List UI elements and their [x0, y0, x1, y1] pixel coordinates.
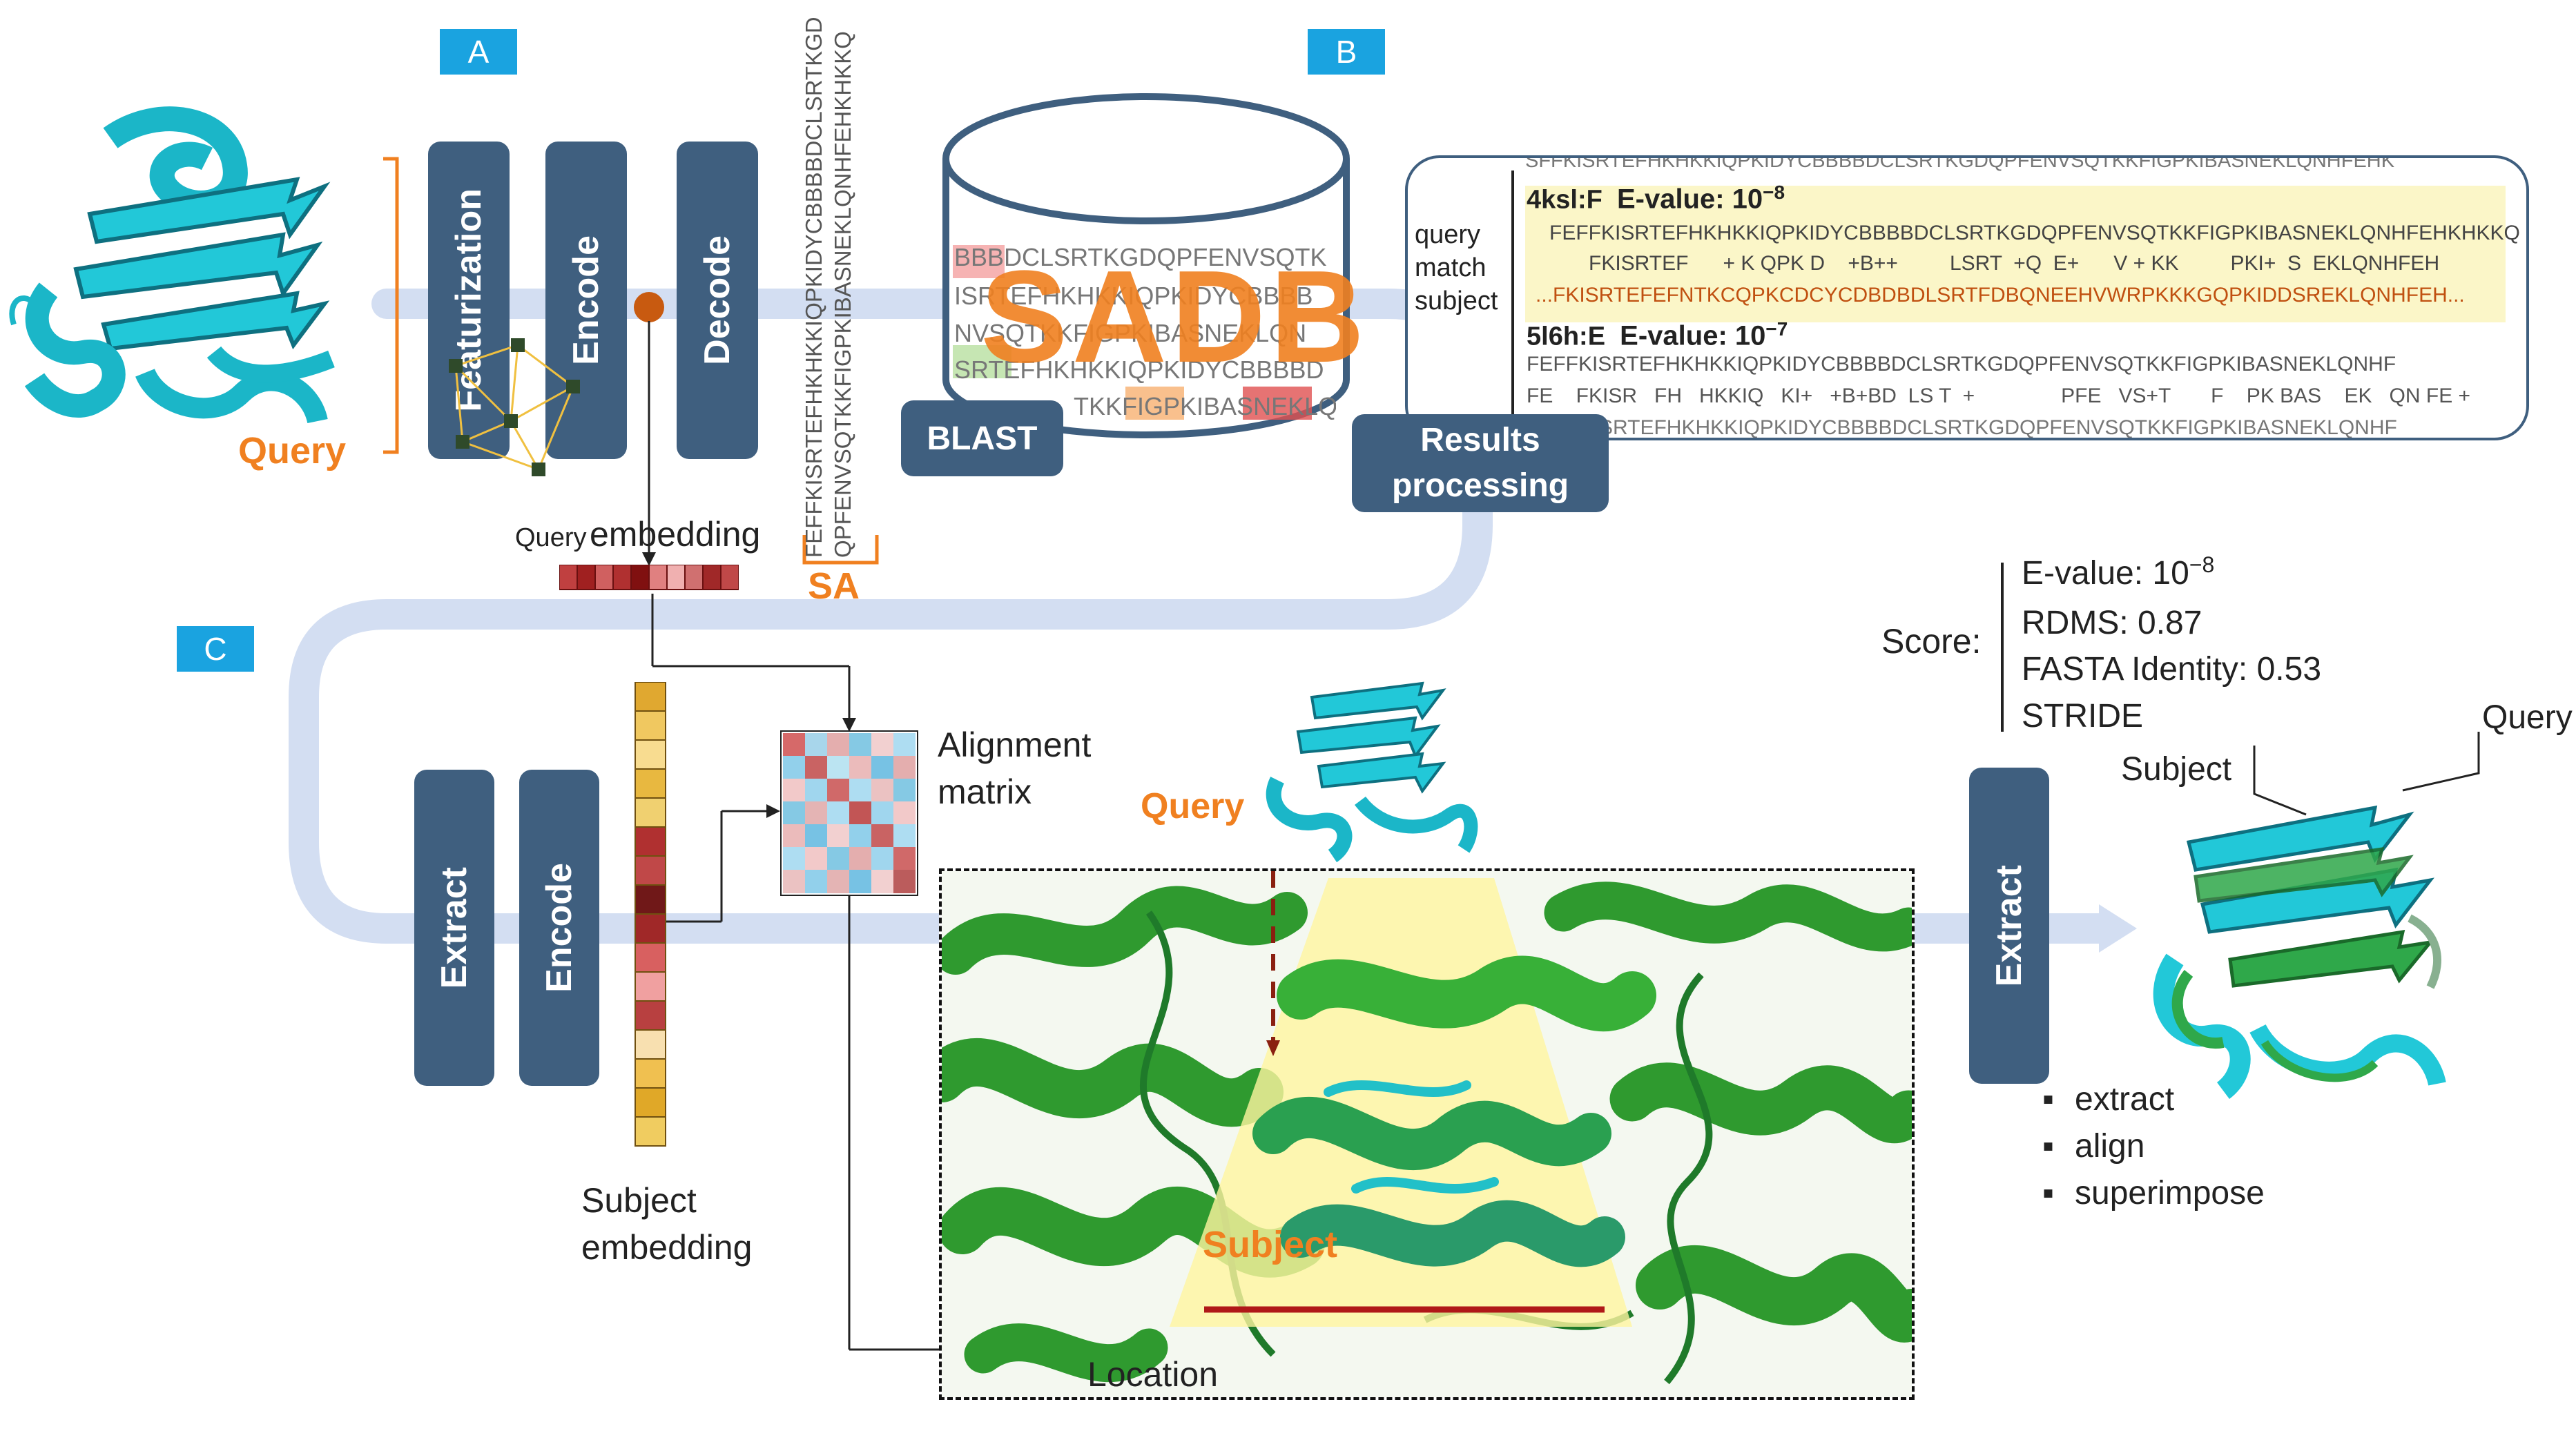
sa-string-1: FEFFKISRTEFHKHKKIQPKIDYCBBBBDCLSRTKGD [801, 17, 826, 558]
subject-label-mid: Subject [1203, 1224, 1338, 1265]
query-protein-icon [9, 106, 335, 424]
row-label-query: query [1415, 220, 1481, 249]
decode-box[interactable]: Decode [677, 142, 758, 459]
step-superimpose: superimpose [2042, 1174, 2265, 1212]
decode-label: Decode [697, 235, 737, 365]
subject-embedding-label-1: Subject [581, 1181, 697, 1220]
db-row-3: NVSQTKKFIGPKIBASNEKLQN [954, 319, 1307, 347]
query-label-left: Query [238, 430, 347, 471]
hit1-query: FEFFKISRTEFHKHKKIQPKIDYCBBBBDCLSRTKGDQPF… [1549, 222, 2520, 244]
encode-box-top[interactable]: Encode [545, 142, 627, 459]
db-row-2: ISRTEFHKHKKIQPKIDYCBBBB [954, 282, 1313, 310]
blast-box[interactable]: BLAST [901, 400, 1063, 476]
hit1-subject: ...FKISRTEFEFNTKCQPKCDCYCDBDBDLSRTFDBQNE… [1536, 284, 2465, 306]
subject-complex-frame: Subject [939, 868, 1915, 1400]
blast-label: BLAST [927, 420, 1038, 457]
superposed-protein-icon [2153, 805, 2446, 1099]
panel-tag-c: C [177, 626, 254, 672]
location-label: Location [1087, 1355, 1219, 1394]
panel-tag-b: B [1308, 29, 1385, 75]
row-label-match: match [1415, 253, 1486, 282]
step-align: align [2042, 1127, 2144, 1165]
extract-box-left[interactable]: Extract [414, 770, 494, 1086]
graph-icon [449, 338, 580, 476]
score-rdms: RDMS: 0.87 [2022, 605, 2202, 641]
alignment-matrix-label-2: matrix [938, 772, 1032, 811]
subject-embedding-bar [635, 682, 666, 1147]
hit1-match: FKISRTEF + K QPK D +B++ LSRT +Q E+ V + K… [1589, 252, 2440, 275]
query-embedding-label: Query embedding [515, 515, 761, 554]
results-top-row: SFFKISRTEFHKHKKIQPKIDYCBBBBDCLSRTKGDQPFE… [1525, 155, 2395, 172]
hit2-subject: SEFFKISRTEFHKHKKIQPKIDYCBBBBDCLSRTKGDQPF… [1527, 416, 2397, 439]
sadb-label: SADB [980, 244, 1369, 390]
extract-right-label: Extract [1989, 864, 2029, 987]
extract-box-right[interactable]: Extract [1969, 768, 2049, 1084]
score-evalue: E-value: 10−8 [2022, 552, 2215, 592]
hit2-match: FE FKISR FH HKKIQ KI+ +B+BD LS T + PFE V… [1527, 384, 2471, 407]
flow-arrowhead [2099, 904, 2137, 953]
alignment-matrix-label-1: Alignment [938, 726, 1092, 764]
results-processing-box[interactable]: Results processing [1352, 414, 1609, 512]
subject-embedding-label-2: embedding [581, 1228, 753, 1267]
hit1-header: 4ksl:F E-value: 10−8 [1527, 182, 1785, 215]
score-fasta: FASTA Identity: 0.53 [2022, 651, 2322, 688]
db-row-4: SRTEFHKHKKIQPKIDYCBBBBD [954, 356, 1324, 384]
panel-tag-a: A [440, 29, 517, 75]
subject-label-right: Subject [2121, 751, 2232, 788]
row-label-subject: subject [1415, 286, 1498, 315]
alignment-matrix[interactable] [780, 730, 918, 896]
db-row-1: BBBDCLSRTKGDQPFENVSQTK [954, 243, 1327, 271]
db-row-5: TKKFIGPKIBASNEKLQN [1074, 392, 1336, 420]
hit2-header: 5l6h:E E-value: 10−7 [1527, 318, 1788, 351]
query-label-mid: Query [1141, 786, 1245, 826]
query-label-right: Query [2482, 699, 2573, 736]
score-label: Score: [1881, 622, 1982, 661]
results-processing-label-2: processing [1391, 467, 1569, 504]
results-panel: SFFKISRTEFHKHKKIQPKIDYCBBBBDCLSRTKGDQPFE… [1405, 155, 2529, 440]
extract-left-label: Extract [434, 866, 474, 989]
query-protein-small-icon [1266, 681, 1478, 863]
sa-label: SA [808, 565, 860, 607]
encode-box-bottom[interactable]: Encode [519, 770, 599, 1086]
encode-bottom-label: Encode [539, 863, 579, 993]
step-extract: extract [2042, 1080, 2174, 1118]
subject-protein-complex-icon [942, 871, 1912, 1397]
score-stride: STRIDE [2022, 698, 2144, 734]
results-processing-label-1: Results [1420, 422, 1540, 458]
query-embedding-bar [559, 565, 739, 590]
sa-string-2: QPFENVSQTKKFIGPKIBASNEKLQNHFEHKHKKQ [830, 31, 855, 558]
hit2-query: FEFFKISRTEFHKHKKIQPKIDYCBBBBDCLSRTKGDQPF… [1527, 353, 2396, 376]
embedding-node [634, 292, 664, 322]
